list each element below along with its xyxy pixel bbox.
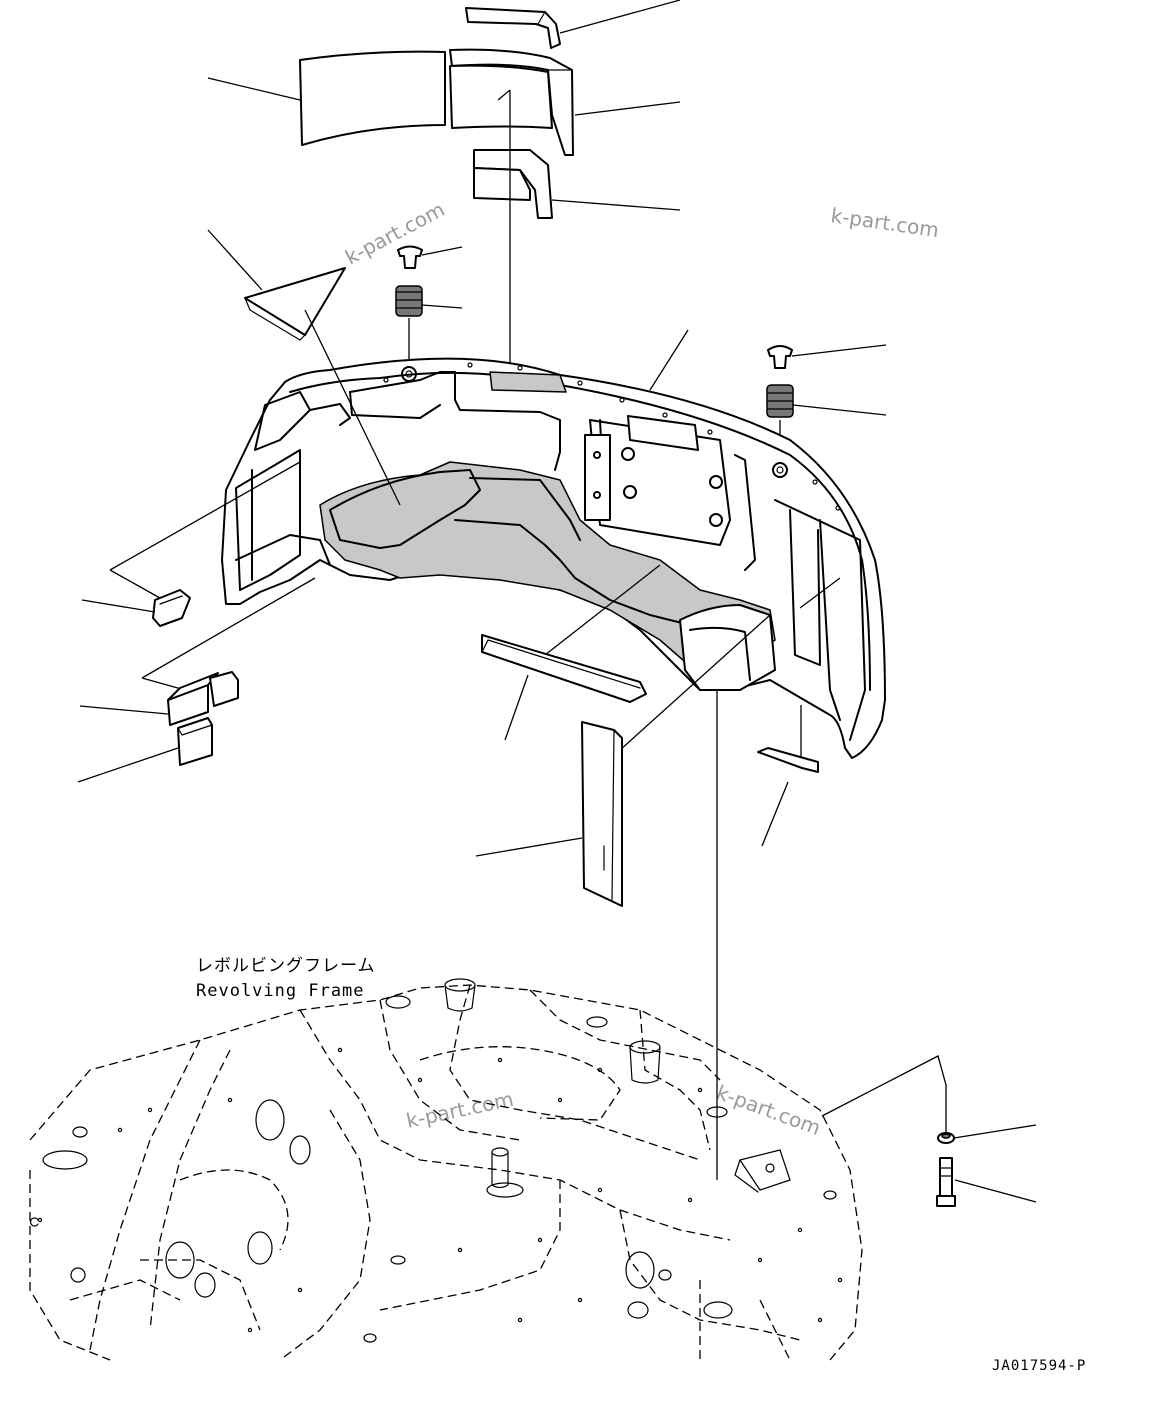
leader-line (77, 747, 179, 783)
drawing-code: JA017594-P (992, 1358, 1086, 1374)
small-wedge-strip (757, 747, 819, 773)
assembly-line (109, 569, 161, 599)
left-pad-double (167, 671, 239, 726)
watermark-text: k-part.com (829, 203, 940, 242)
watermark-text: k-part.com (341, 197, 448, 269)
watermark-text: k-part.com (404, 1087, 516, 1133)
leader-line (649, 329, 689, 391)
frame-label-japanese: レボルビングフレーム (196, 956, 376, 976)
leader-line (475, 837, 583, 857)
leader-line (81, 599, 156, 613)
washer (937, 1132, 955, 1144)
mounting-bolt (936, 1157, 956, 1207)
leader-line (792, 404, 887, 416)
right-threaded-insert (766, 384, 794, 418)
frame-label-english: Revolving Frame (196, 981, 365, 1001)
revolving-frame (29, 978, 863, 1361)
assembly-line (109, 461, 301, 571)
horizontal-strip (481, 634, 647, 703)
assembly-line (544, 564, 661, 656)
right-top-plate (449, 48, 574, 156)
assembly-line (141, 677, 186, 691)
leader-line (574, 101, 681, 116)
assembly-line (497, 89, 511, 101)
leader-line (551, 199, 681, 211)
leader-line (559, 0, 681, 34)
leader-line (421, 246, 463, 256)
leader-line (207, 229, 263, 291)
assembly-line (304, 309, 401, 506)
leader-line (953, 1124, 1037, 1139)
counterweight-body (221, 357, 886, 759)
leader-line (791, 344, 887, 357)
leader-line (421, 304, 463, 309)
assembly-line (599, 614, 771, 769)
left-plug-cap (397, 245, 423, 269)
watermark-text: k-part.com (713, 1080, 824, 1140)
left-pad-small (152, 589, 191, 627)
leader-line (79, 705, 169, 715)
top-angle-cover (473, 149, 553, 219)
leader-line (207, 77, 301, 101)
assembly-line (799, 577, 841, 609)
right-plug-cap (767, 345, 793, 369)
top-small-bracket (465, 7, 561, 49)
assembly-line (141, 577, 316, 679)
leader-line (504, 674, 529, 741)
left-pad-block (177, 717, 213, 766)
left-threaded-insert (395, 285, 423, 317)
triangle-wedge-plate (244, 267, 346, 341)
vertical-strip (581, 721, 623, 907)
leader-line (954, 1179, 1037, 1203)
left-top-plate (299, 50, 446, 146)
leader-line (821, 1055, 947, 1132)
leader-line (761, 781, 789, 847)
